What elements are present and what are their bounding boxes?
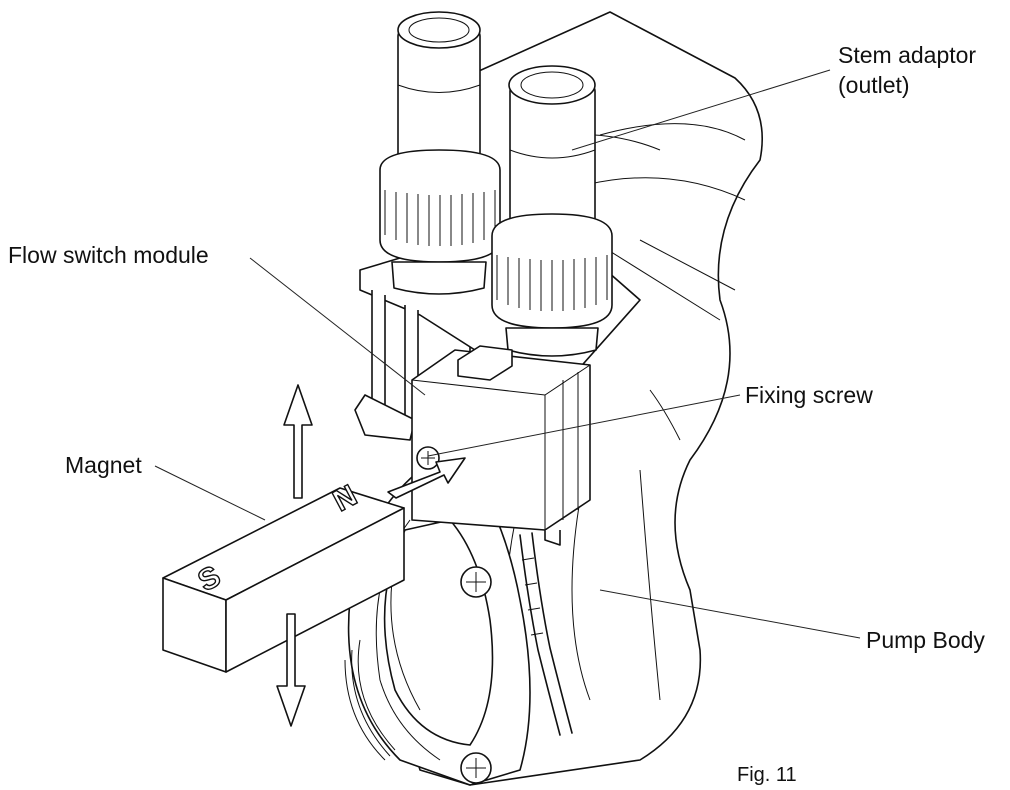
- label-pump-body: Pump Body: [866, 627, 985, 653]
- leader-stem-adaptor: [571, 69, 831, 151]
- magnet-bar: [162, 487, 405, 673]
- label-stem-adaptor-line1: Stem adaptor: [838, 42, 977, 68]
- stem-adaptor-rear: [379, 11, 501, 295]
- stem-adaptor-outlet: [491, 65, 613, 357]
- magnet-down-arrow: [276, 613, 306, 727]
- label-stem-adaptor-line2: (outlet): [838, 72, 910, 98]
- leader-pump-body: [599, 589, 861, 639]
- fixing-screw: [416, 446, 440, 470]
- leader-flow-switch: [249, 257, 426, 396]
- label-magnet: Magnet: [65, 452, 142, 478]
- leader-magnet: [154, 465, 266, 521]
- label-stem-adaptor: Stem adaptor (outlet): [838, 40, 976, 100]
- flow-switch-module: [411, 345, 591, 546]
- leader-fixing-screw: [427, 394, 741, 457]
- magnet-up-arrow: [283, 384, 313, 499]
- figure-caption: Fig. 11: [737, 764, 797, 786]
- signal-cable: [519, 532, 573, 736]
- flange-screw-lower: [460, 752, 492, 784]
- insert-direction-arrow: [387, 457, 466, 499]
- flange-screw-upper: [460, 566, 492, 598]
- leader-lines: [154, 69, 861, 639]
- label-flow-switch-module: Flow switch module: [8, 242, 209, 268]
- label-fixing-screw: Fixing screw: [745, 382, 873, 408]
